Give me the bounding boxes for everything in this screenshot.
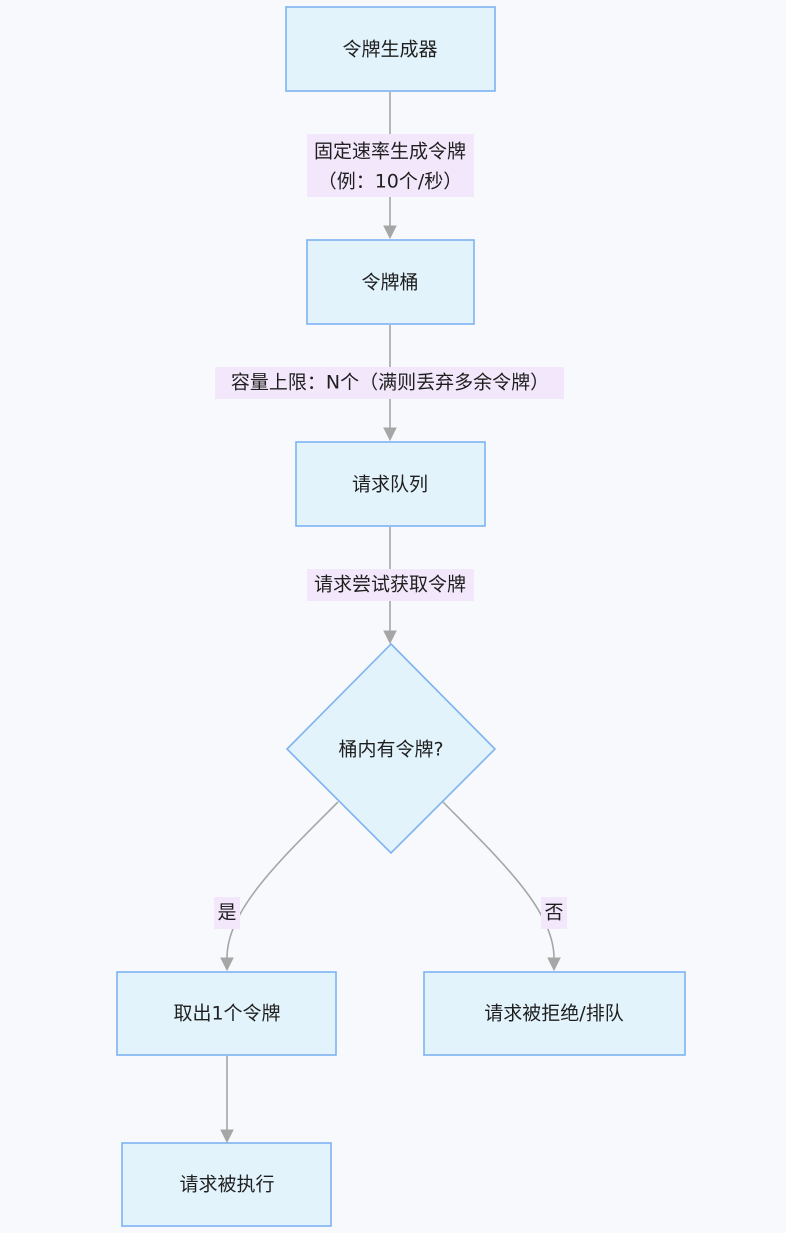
node-decision: 桶内有令牌? bbox=[285, 642, 497, 855]
arrowhead-queue-decision bbox=[383, 630, 397, 645]
node-generator: 令牌生成器 bbox=[285, 6, 496, 92]
node-take-token-label: 取出1个令牌 bbox=[173, 1003, 280, 1025]
node-executed-box bbox=[121, 1142, 332, 1227]
edge-decision-yes bbox=[226, 801, 339, 959]
node-bucket: 令牌桶 bbox=[306, 239, 475, 325]
edge-decision-no bbox=[442, 801, 555, 959]
node-rejected-label: 请求被拒绝/排队 bbox=[484, 1003, 623, 1025]
edge-label-acquire: 请求尝试获取令牌 bbox=[314, 574, 466, 596]
edge-label-no: 否 bbox=[544, 902, 563, 924]
arrowhead-generator-bucket bbox=[383, 225, 397, 240]
node-bucket-label: 令牌桶 bbox=[361, 272, 418, 294]
node-rejected-box bbox=[423, 971, 686, 1056]
node-decision-diamond bbox=[285, 642, 497, 855]
node-executed: 请求被执行 bbox=[121, 1142, 332, 1227]
node-generator-label: 令牌生成器 bbox=[342, 39, 437, 61]
edge-label-capacity: 容量上限：N个（满则丢弃多余令牌） bbox=[231, 372, 549, 394]
arrowhead-take-execute bbox=[220, 1129, 234, 1144]
edge-label-generation-line1: 固定速率生成令牌 bbox=[314, 141, 466, 163]
edge-label-bg-capacity bbox=[215, 367, 564, 399]
arrowhead-bucket-queue bbox=[383, 427, 397, 442]
edge-label-bg-yes bbox=[214, 897, 240, 929]
arrowhead-decision-yes bbox=[220, 957, 234, 972]
edge-label-bg-no bbox=[541, 897, 567, 929]
edge-labels: 固定速率生成令牌 （例：10个/秒） 容量上限：N个（满则丢弃多余令牌） 请求尝… bbox=[214, 134, 567, 929]
node-executed-label: 请求被执行 bbox=[179, 1174, 274, 1196]
edge-label-bg-acquire bbox=[307, 569, 474, 601]
edge-label-generation-line2: （例：10个/秒） bbox=[318, 171, 463, 193]
node-take-token-box bbox=[116, 971, 337, 1056]
node-queue: 请求队列 bbox=[295, 441, 486, 527]
node-queue-box bbox=[295, 441, 486, 527]
node-decision-label: 桶内有令牌? bbox=[338, 739, 443, 761]
node-generator-box bbox=[285, 6, 496, 92]
arrowhead-decision-no bbox=[547, 957, 561, 972]
node-rejected: 请求被拒绝/排队 bbox=[423, 971, 686, 1056]
edge-label-bg-generation bbox=[307, 134, 474, 197]
node-queue-label: 请求队列 bbox=[352, 474, 428, 496]
node-bucket-box bbox=[306, 239, 475, 325]
node-take-token: 取出1个令牌 bbox=[116, 971, 337, 1056]
edge-label-yes: 是 bbox=[217, 902, 236, 924]
edges bbox=[220, 92, 561, 1144]
